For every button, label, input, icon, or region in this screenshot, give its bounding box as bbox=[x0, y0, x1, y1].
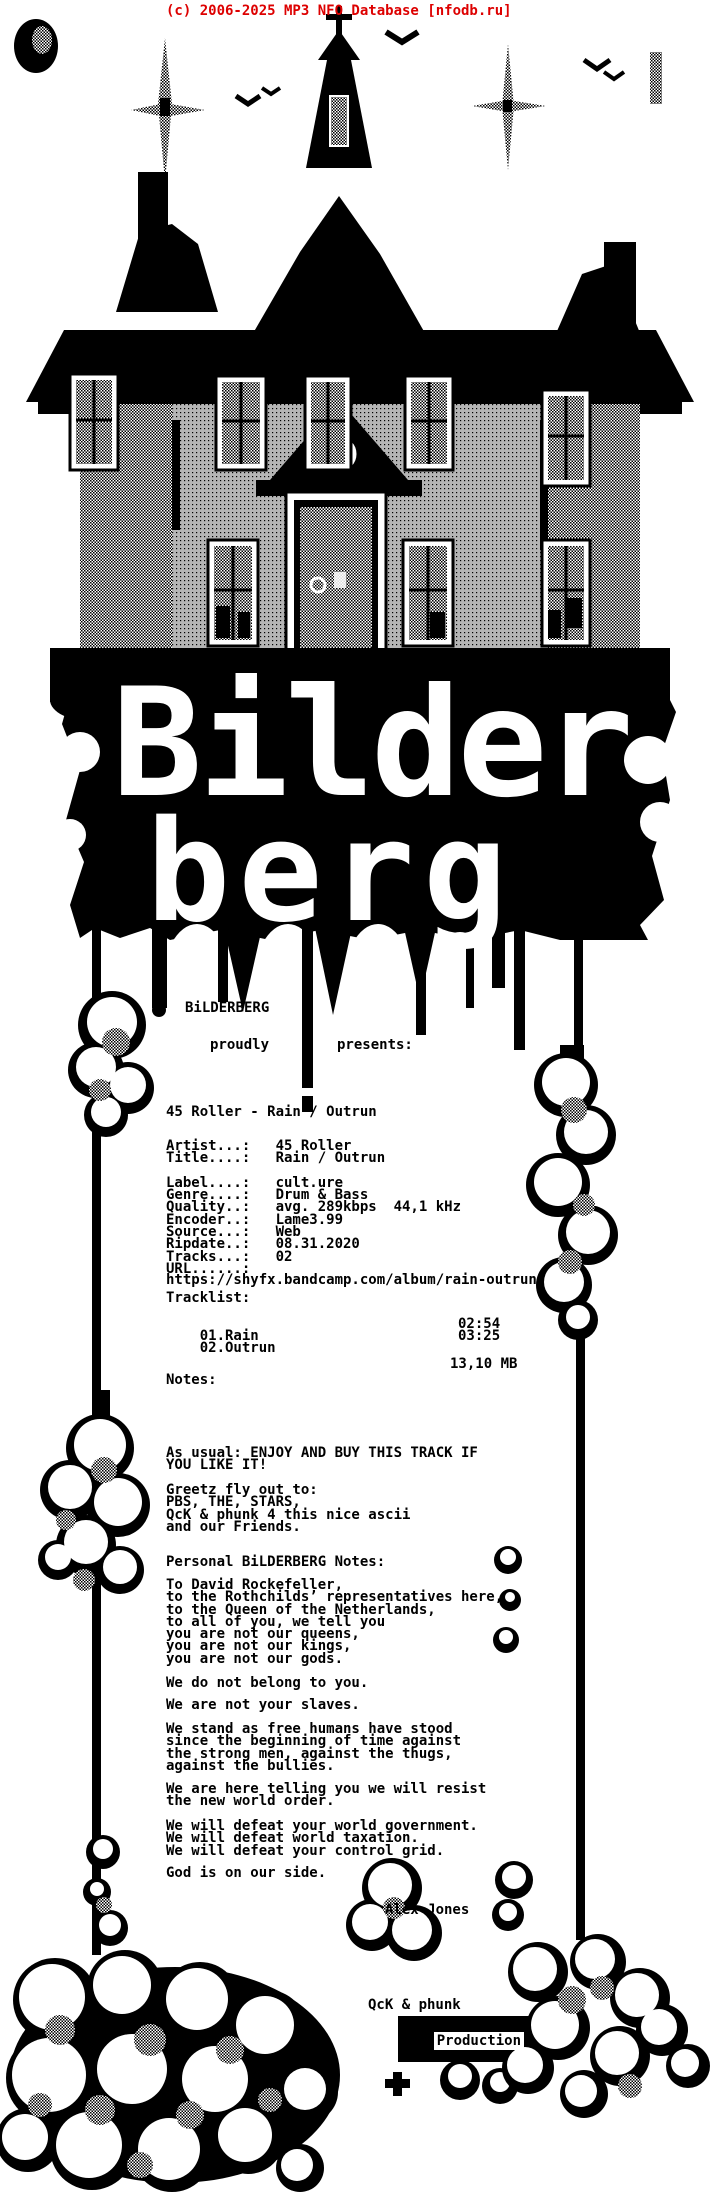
window bbox=[401, 538, 455, 648]
message-personal-heading: Personal BiLDERBERG Notes: bbox=[166, 1554, 386, 1570]
logo-berg: berg bbox=[146, 791, 515, 954]
message-enjoy: As usual: ENJOY AND BUY THIS TRACK IF YO… bbox=[166, 1445, 478, 1474]
window bbox=[540, 388, 592, 488]
message-free-humans: We stand as free humans have stood since… bbox=[166, 1721, 462, 1774]
notes-heading: Notes: bbox=[166, 1372, 217, 1388]
message-slaves: We are not your slaves. bbox=[166, 1697, 360, 1713]
birds-icon bbox=[234, 29, 626, 108]
track-duration: 02:54 bbox=[458, 1316, 501, 1332]
moon-icon bbox=[14, 19, 58, 73]
credit-production: Production bbox=[433, 2032, 525, 2051]
window bbox=[214, 374, 268, 472]
track-row: 01.Rain 02:54 bbox=[166, 1316, 586, 1367]
proudly-label: proudly bbox=[210, 1037, 270, 1053]
message-resist: We are here telling you we will resist t… bbox=[166, 1781, 487, 1810]
mansion-art bbox=[26, 6, 694, 722]
window bbox=[403, 374, 455, 472]
release-url-link[interactable]: https://shyfx.bandcamp.com/album/rain-ou… bbox=[166, 1272, 537, 1288]
track-duration: 03:25 bbox=[458, 1328, 501, 1344]
sparkle-icon bbox=[472, 44, 546, 170]
track-row: 02.Outrun 03:25 bbox=[166, 1328, 586, 1379]
release-title: 45 Roller - Rain / Outrun bbox=[166, 1104, 377, 1120]
logo-bilder: Bilder bbox=[112, 657, 630, 831]
signature: Alex Jones bbox=[385, 1902, 470, 1918]
release-info-block: Artist...: 45 Roller Title....: Rain / O… bbox=[166, 1138, 462, 1277]
bottom-cloud-art bbox=[0, 1858, 710, 2192]
message-address: To David Rockefeller, to the Rothchilds’… bbox=[166, 1577, 504, 1667]
message-belong: We do not belong to you. bbox=[166, 1675, 369, 1691]
plus-icon bbox=[385, 2072, 410, 2096]
window bbox=[68, 372, 120, 472]
message-defeat: We will defeat your world government. We… bbox=[166, 1818, 478, 1859]
credit-group: QcK & phunk bbox=[368, 1997, 461, 2013]
presents-label: presents: bbox=[337, 1037, 413, 1053]
cloud-art bbox=[38, 991, 618, 1946]
track-label: 02.Outrun bbox=[199, 1340, 276, 1357]
window bbox=[540, 538, 592, 648]
message-god: God is on our side. bbox=[166, 1865, 327, 1881]
door bbox=[284, 490, 388, 670]
tracklist-heading: Tracklist: bbox=[166, 1290, 251, 1306]
window bbox=[206, 538, 260, 648]
track-label: 01.Rain bbox=[199, 1328, 259, 1345]
window bbox=[303, 374, 353, 472]
sky-dither bbox=[650, 52, 662, 104]
sparkle-icon bbox=[131, 38, 205, 182]
group-name: BiLDERBERG bbox=[185, 1000, 270, 1016]
message-greetz: Greetz fly out to: PBS, THE, STARS, QcK … bbox=[166, 1482, 411, 1535]
page-header: (c) 2006-2025 MP3 NFO Database [nfodb.ru… bbox=[166, 3, 512, 19]
total-size: 13,10 MB bbox=[450, 1356, 518, 1372]
